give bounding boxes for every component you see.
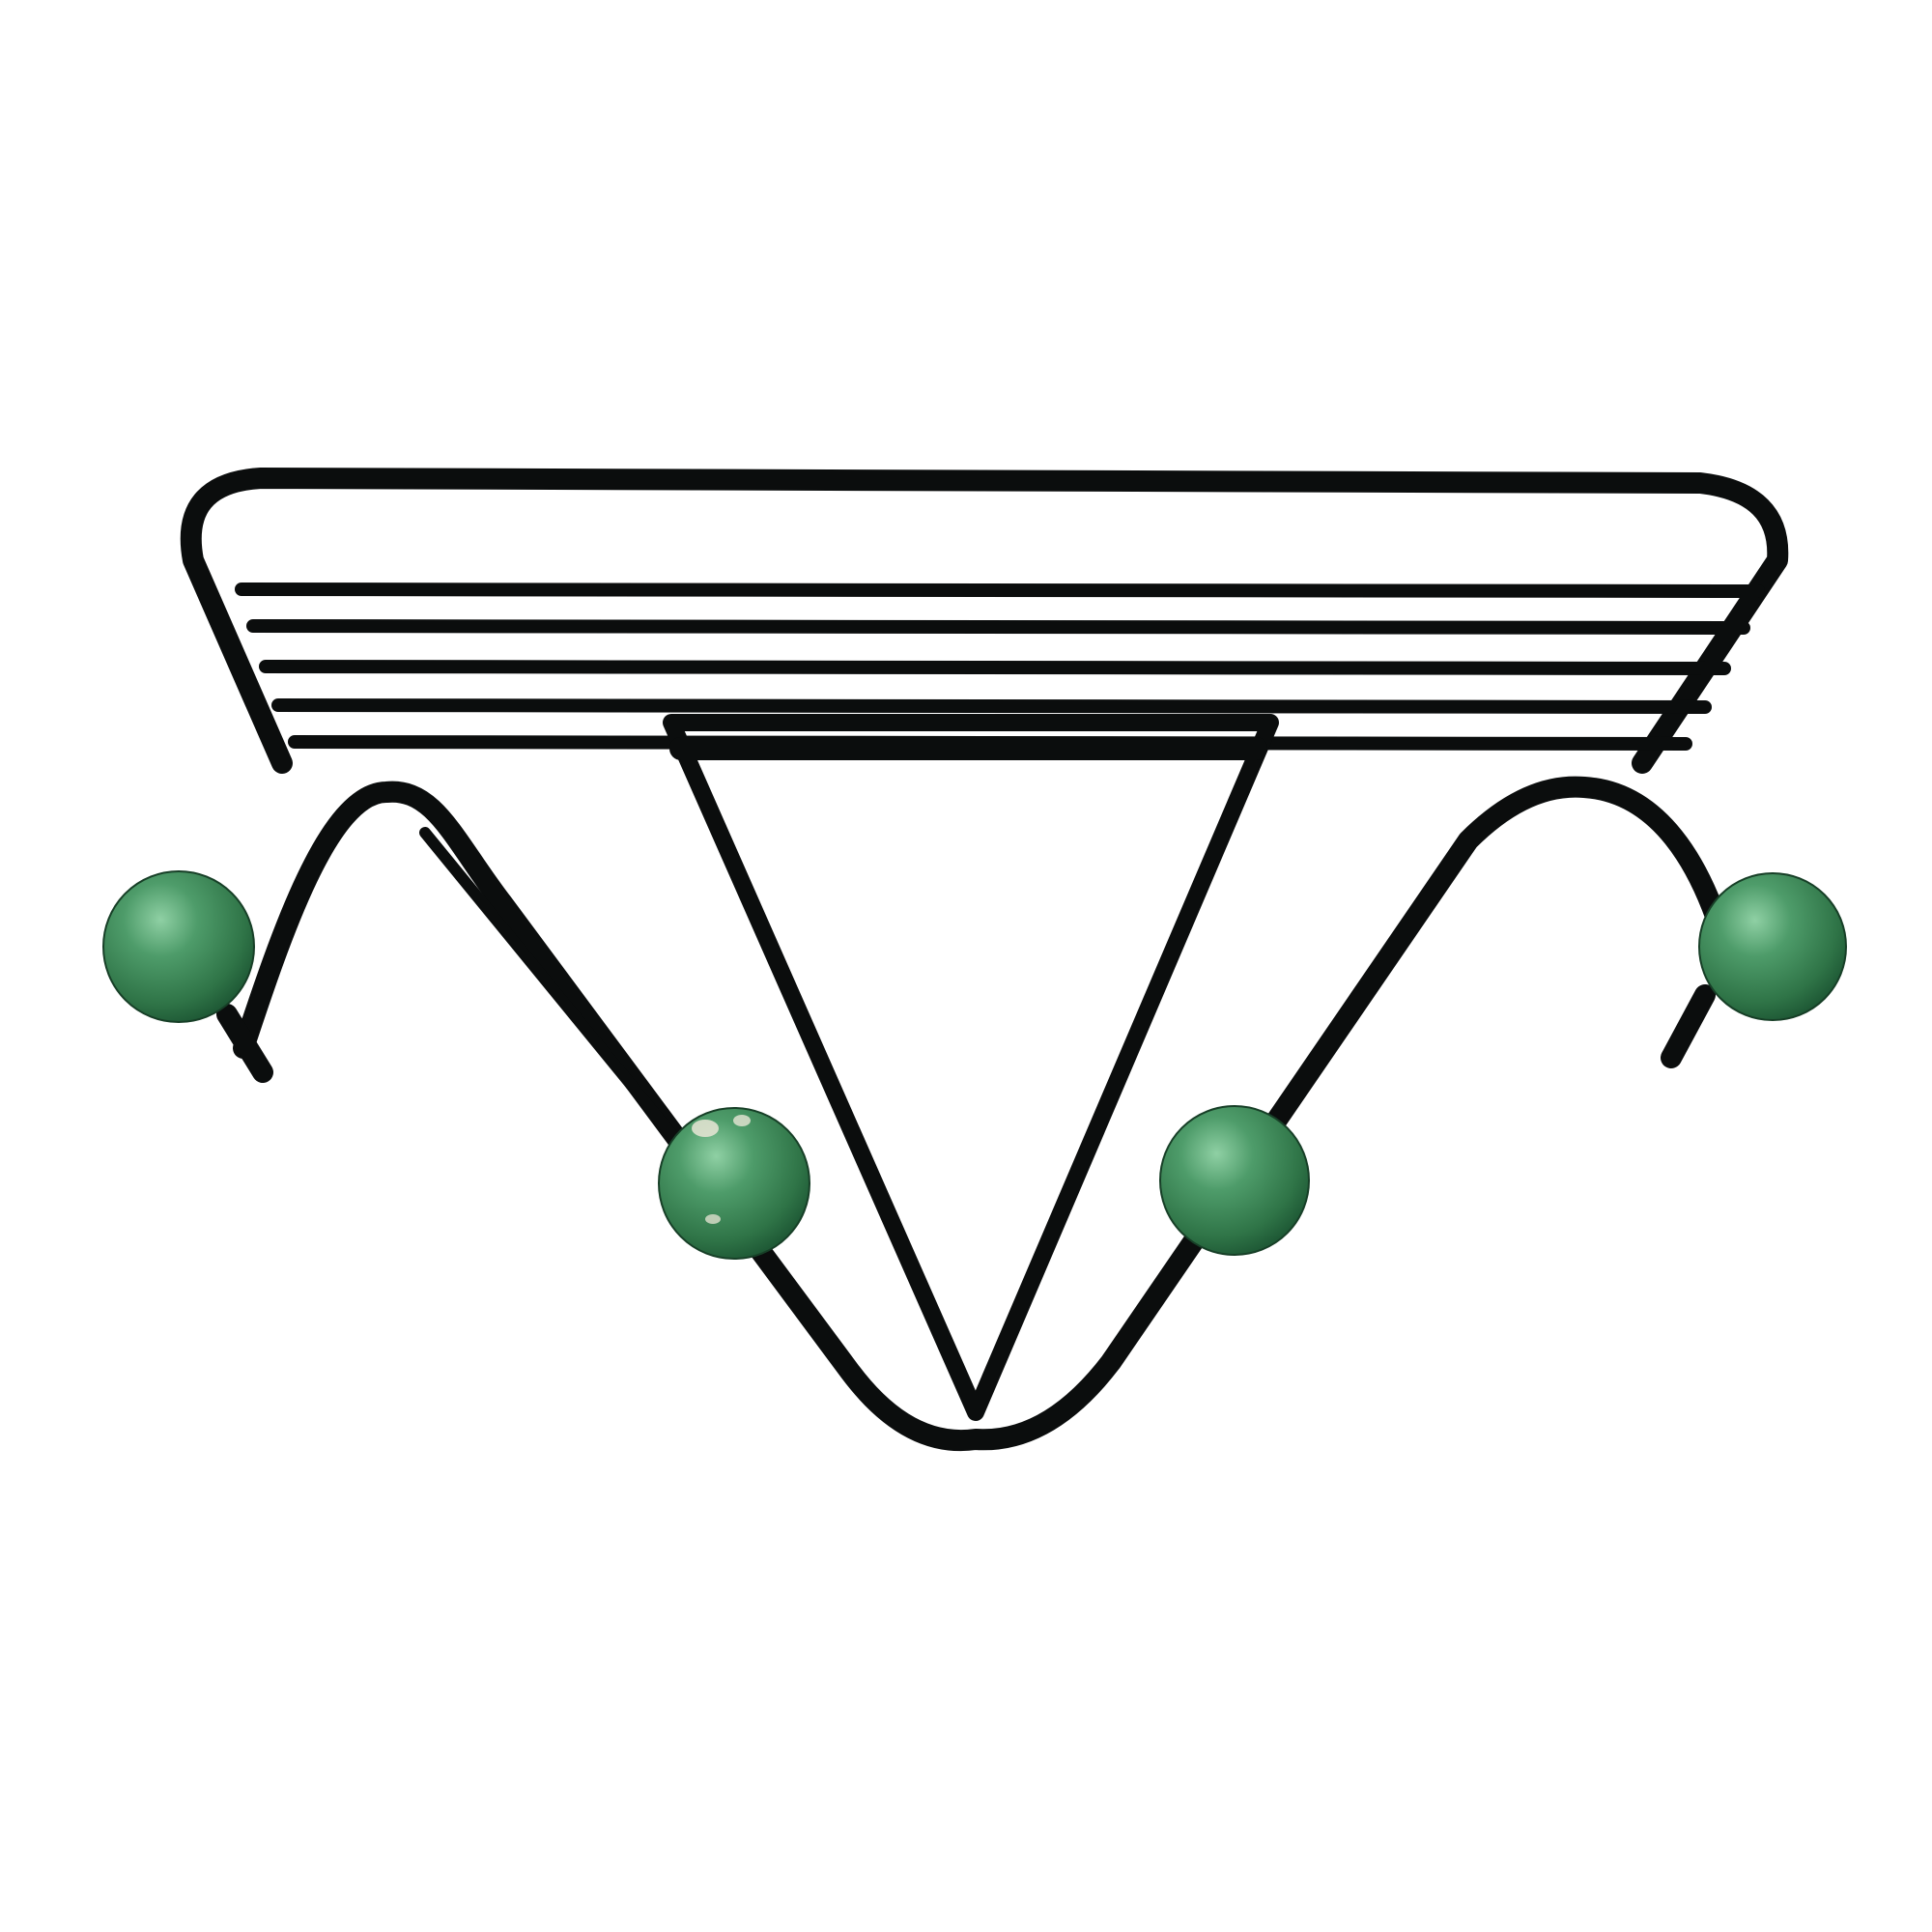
hook-stem-right bbox=[1661, 984, 1716, 1068]
knob-wear-mark bbox=[692, 1120, 719, 1137]
hook-stem-left bbox=[216, 1004, 273, 1083]
coat-rack bbox=[180, 468, 1789, 1452]
shelf-bar-2 bbox=[246, 619, 1750, 635]
knob-wear-mark bbox=[705, 1214, 721, 1224]
knob-wear-mark bbox=[733, 1115, 751, 1126]
shelf-bar-3 bbox=[259, 660, 1731, 675]
knob-center-left bbox=[658, 1107, 810, 1260]
knobs bbox=[102, 870, 1847, 1260]
lower-wire-inner-left bbox=[419, 827, 682, 1146]
shelf-bar-1 bbox=[235, 582, 1765, 598]
center-triangle bbox=[663, 714, 1279, 1421]
knob-far-left bbox=[102, 870, 255, 1023]
lower-wire bbox=[233, 776, 1730, 1452]
knob-center-right bbox=[1159, 1105, 1310, 1256]
shelf-frame bbox=[180, 468, 1789, 774]
shelf-bar-4 bbox=[271, 698, 1712, 714]
knob-far-right bbox=[1698, 872, 1847, 1021]
